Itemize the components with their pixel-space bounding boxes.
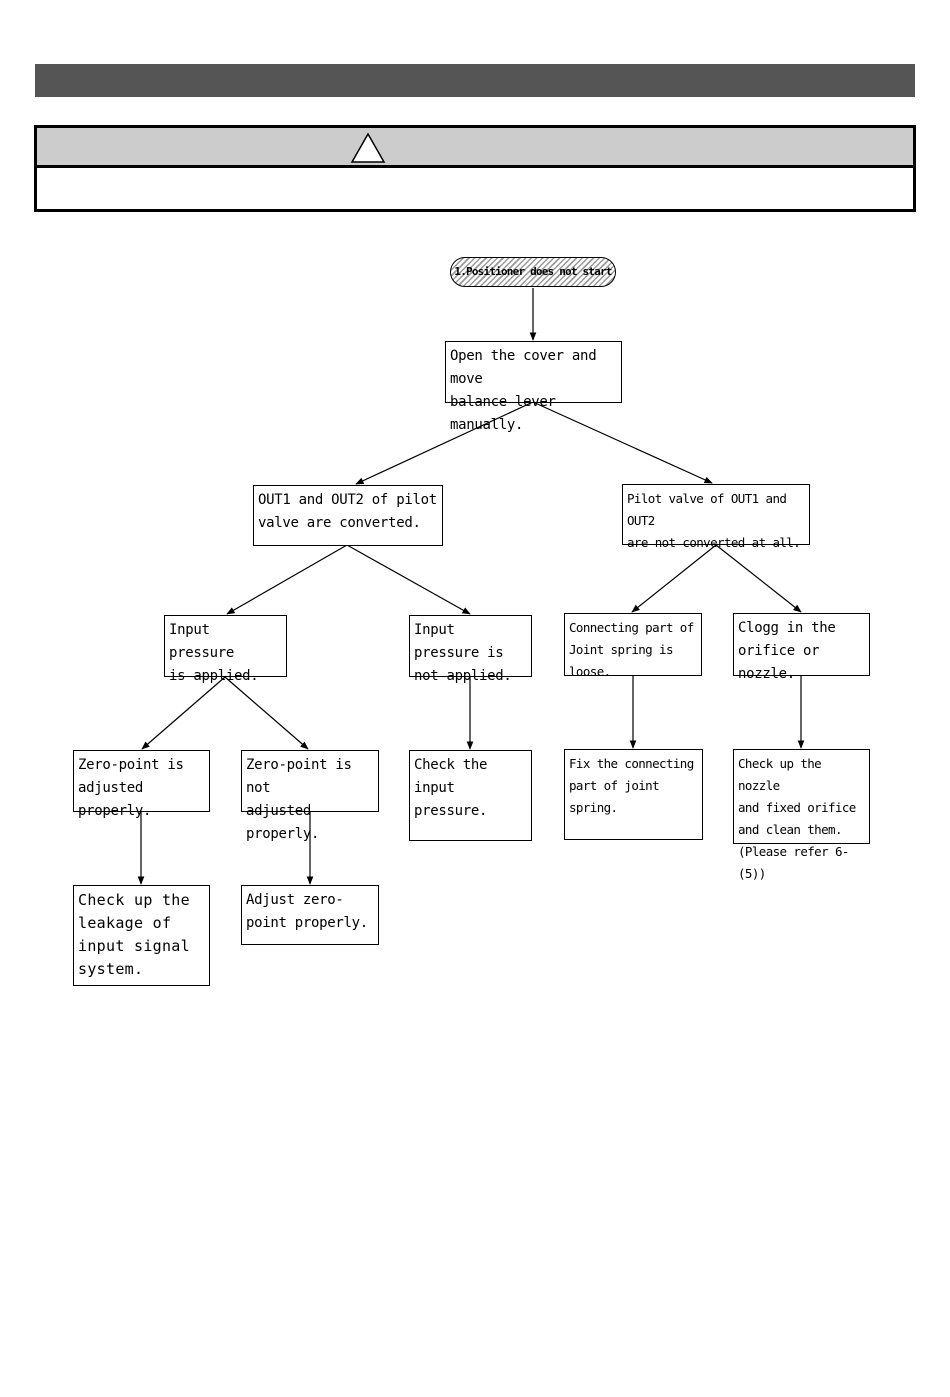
warning-header [37, 128, 913, 168]
warning-triangle-icon [350, 132, 386, 163]
arrow-input-applied-to-zero-not-ok [224, 676, 309, 750]
arrow-open-cover-to-converted [355, 401, 534, 485]
arrow-input-applied-to-zero-ok [141, 676, 226, 750]
adjust-zero-node: Adjust zero- point properly. [241, 885, 379, 945]
converted-node: OUT1 and OUT2 of pilot valve are convert… [253, 485, 443, 546]
joint-loose-node: Connecting part of Joint spring is loose… [564, 613, 702, 679]
check-nozzle-node: Check up the nozzle and fixed orifice an… [733, 749, 870, 881]
arrow-not-converted-to-joint-loose [631, 544, 717, 613]
input-applied-node: Input pressure is applied. [164, 615, 287, 684]
not-converted-node: Pilot valve of OUT1 and OUT2 are not con… [622, 484, 810, 550]
arrow-not-converted-to-clogg [715, 544, 802, 613]
zero-not-ok-node: Zero-point is not adjusted properly. [241, 750, 379, 842]
check-leakage-node: Check up the leakage of input signal sys… [73, 885, 210, 986]
arrow-open-cover-to-not-converted [532, 401, 713, 484]
input-not-applied-node: Input pressure is not applied. [409, 615, 532, 684]
fix-joint-node: Fix the connecting part of joint spring. [564, 749, 703, 840]
arrow-converted-to-input-not-applied [346, 544, 471, 615]
section-title-bar [35, 64, 915, 97]
check-input-node: Check the input pressure. [409, 750, 532, 841]
arrow-converted-to-input-applied [226, 544, 348, 615]
start-node: 1.Positioner does not start [450, 257, 616, 287]
open-cover-node: Open the cover and move balance lever ma… [445, 341, 622, 433]
zero-ok-node: Zero-point is adjusted properly. [73, 750, 210, 819]
clogg-node: Clogg in the orifice or nozzle. [733, 613, 870, 682]
warning-box [34, 125, 916, 212]
